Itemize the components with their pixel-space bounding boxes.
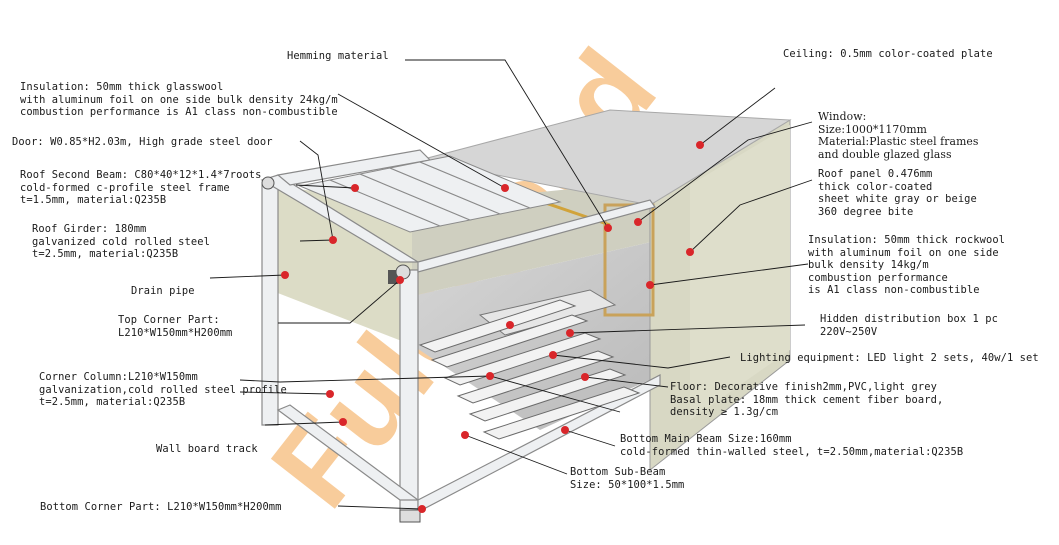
- label-line: density ≥ 1.3g/cm: [670, 406, 779, 419]
- label-line: and double glazed glass: [818, 147, 952, 161]
- label-line: Size: 50*100*1.5mm: [570, 478, 685, 491]
- label-line: Insulation: 50mm thick rockwool: [808, 234, 1006, 246]
- label-line: Drain pipe: [131, 285, 195, 297]
- label-line: t=2.5mm, material:Q235B: [32, 248, 179, 261]
- roof-rail-right: [417, 199, 656, 273]
- label-wall-board-track: Wall board track: [156, 443, 258, 456]
- roof-second-beams: [298, 155, 562, 233]
- label-line: Wall board track: [156, 443, 258, 455]
- label-floor: Floor: Decorative finish2mm,PVC,light gr…: [670, 381, 943, 419]
- label-line: Bottom Sub-Beam: [570, 466, 666, 478]
- bottom-sub-beams: [418, 299, 641, 440]
- label-line: L210*W150mm*H200mm: [118, 326, 233, 339]
- label-line: Top Corner Part:: [118, 314, 220, 326]
- label-line: Material:Plastic steel frames: [818, 135, 979, 149]
- label-line: sheet white gray or beige: [818, 193, 977, 206]
- label-line: Roof Girder: 180mm: [32, 223, 147, 235]
- label-line: Roof Second Beam: C80*40*12*1.4*7roots: [20, 169, 262, 181]
- label-line: Basal plate: 18mm thick cement fiber boa…: [670, 393, 944, 406]
- label-line: Insulation: 50mm thick glasswool: [20, 81, 224, 93]
- label-line: Size:1000*1170mm: [818, 122, 927, 136]
- right-wall-panel: [690, 125, 790, 420]
- corner-column-front: [399, 269, 419, 521]
- label-top-corner-part: Top Corner Part:L210*W150mm*H200mm: [118, 314, 232, 339]
- bottom-rail-right: [417, 374, 661, 513]
- label-line: t=1.5mm, material:Q235B: [20, 194, 167, 207]
- label-line: combustion performance: [808, 271, 948, 284]
- callout-markers: [281, 141, 704, 513]
- label-lighting-equipment: Lighting equipment: LED light 2 sets, 40…: [740, 352, 1039, 365]
- label-line: thick color-coated: [818, 180, 933, 193]
- roof-corner-part: [261, 176, 275, 190]
- label-door: Door: W0.85*H2.03m, High grade steel doo…: [12, 136, 273, 149]
- label-line: Hemming material: [287, 50, 389, 62]
- label-drain-pipe: Drain pipe: [131, 285, 195, 298]
- label-line: with aluminum foil on one side bulk dens…: [20, 93, 338, 106]
- label-line: galvanized cold rolled steel: [32, 235, 210, 248]
- label-line: Roof panel 0.476mm: [818, 168, 933, 180]
- label-bottom-corner-part: Bottom Corner Part: L210*W150mm*H200mm: [40, 501, 282, 514]
- label-hemming-material: Hemming material: [287, 50, 389, 63]
- label-line: t=2.5mm, material:Q235B: [39, 396, 186, 409]
- label-line: 220V~250V: [820, 325, 878, 338]
- bottom-corner-part: [399, 509, 421, 523]
- label-line: is A1 class non-combustible: [808, 284, 980, 297]
- label-line: Lighting equipment: LED light 2 sets, 40…: [740, 352, 1039, 364]
- label-line: cold-formed c-profile steel frame: [20, 181, 230, 194]
- label-line: Floor: Decorative finish2mm,PVC,light gr…: [670, 381, 937, 393]
- side-wall-interior: [270, 185, 412, 345]
- roof-plate: [419, 109, 792, 206]
- label-line: Door: W0.85*H2.03m, High grade steel doo…: [12, 136, 273, 148]
- label-line: galvanization,cold rolled steel profile: [39, 383, 287, 396]
- label-line: Ceiling: 0.5mm color-coated plate: [783, 48, 993, 60]
- label-line: Bottom Main Beam Size:160mm: [620, 433, 792, 445]
- label-line: 360 degree bite: [818, 205, 914, 218]
- label-line: Corner Column:L210*W150mm: [39, 371, 198, 383]
- leader-lines: [209, 59, 813, 510]
- label-line: Hidden distribution box 1 pc: [820, 313, 998, 325]
- label-line: Window:: [818, 110, 867, 123]
- label-line: Bottom Corner Part: L210*W150mm*H200mm: [40, 501, 282, 513]
- label-line: cold-formed thin-walled steel, t=2.50mm,…: [620, 445, 964, 458]
- steel-frame: [260, 149, 661, 521]
- drain-pipe: [388, 270, 398, 284]
- label-line: with aluminum foil on one side: [808, 246, 999, 259]
- label-line: combustion performance is A1 class non-c…: [20, 106, 338, 119]
- label-ceiling: Ceiling: 0.5mm color-coated plate: [783, 48, 993, 61]
- label-line: bulk density 14kg/m: [808, 259, 929, 272]
